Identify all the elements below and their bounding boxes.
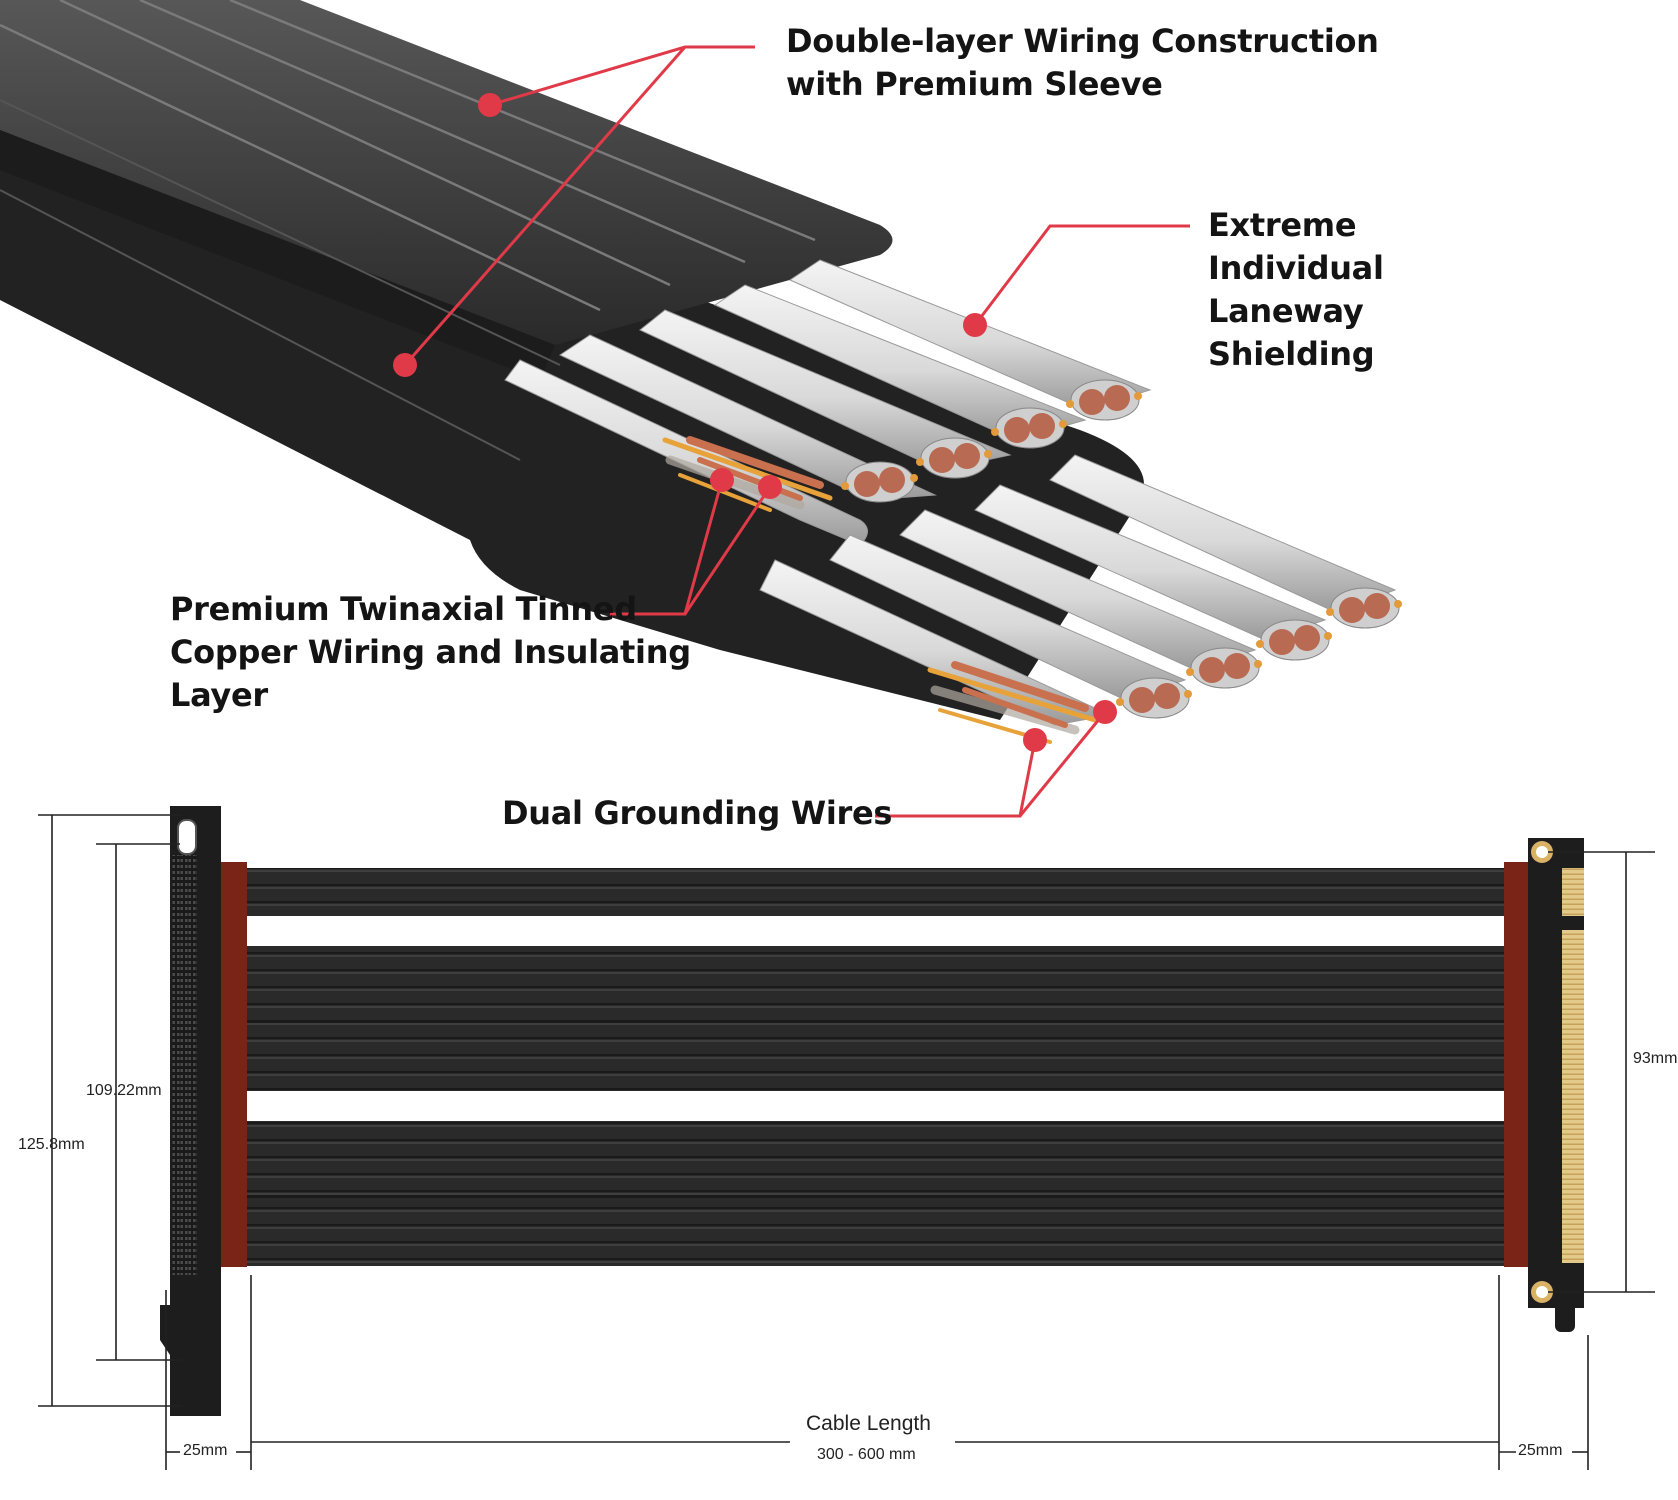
callout-dots — [393, 93, 1117, 752]
left-slot-pins — [172, 855, 197, 1275]
dim-left-connector-width: 25mm — [183, 1442, 228, 1459]
ribbon-top — [247, 868, 1504, 916]
left-connector-housing — [221, 862, 247, 1267]
dim-cable-length-label: Cable Length — [806, 1412, 931, 1435]
gold-fingers-short — [1562, 868, 1584, 916]
lower-shield-lanes — [759, 454, 1397, 726]
callout-shielding-line-1: Extreme — [1208, 206, 1357, 244]
flat-cable-3d — [0, 0, 1402, 744]
callout-grounding: Dual Grounding Wires — [502, 792, 892, 835]
callout-twinaxial-line-2: Copper Wiring and Insulating — [170, 633, 691, 671]
lower-lane-ends — [1116, 587, 1402, 719]
callout-twinaxial: Premium Twinaxial Tinned Copper Wiring a… — [170, 588, 691, 717]
lower-exposed-wires — [927, 661, 1098, 744]
callout-double-layer-line-1: Double-layer Wiring Construction — [786, 22, 1379, 60]
ribbon-bottom — [247, 1121, 1504, 1266]
upper-sleeve — [0, 0, 893, 345]
dim-right-height: 93mm — [1633, 1050, 1678, 1067]
dim-left-inner-height: 109.22mm — [86, 1082, 162, 1099]
dim-cable-length-value: 300 - 600 mm — [817, 1446, 916, 1463]
riser-cable-topview — [160, 806, 1584, 1416]
upper-lane-ends — [841, 379, 1142, 503]
callout-twinaxial-line-1: Premium Twinaxial Tinned — [170, 590, 637, 628]
right-connector-housing — [1504, 862, 1528, 1267]
dim-right-connector-width: 25mm — [1518, 1442, 1563, 1459]
gold-fingers-long — [1562, 930, 1584, 1263]
callout-leaders — [403, 45, 1190, 818]
callout-double-layer: Double-layer Wiring Construction with Pr… — [786, 20, 1379, 106]
dimension-lines — [38, 814, 1655, 1470]
callout-twinaxial-line-3: Layer — [170, 676, 268, 714]
dim-left-outer-height: 125.8mm — [18, 1136, 85, 1153]
ribbon-middle — [247, 946, 1504, 1091]
upper-exposed-wires — [662, 436, 833, 512]
sleeve-ridges — [0, 0, 816, 312]
callout-shielding: Extreme Individual Laneway Shielding — [1208, 204, 1384, 376]
callout-grounding-line-1: Dual Grounding Wires — [502, 794, 893, 832]
callout-double-layer-line-2: with Premium Sleeve — [786, 65, 1163, 103]
callout-shielding-line-3: Laneway — [1208, 292, 1364, 330]
callout-shielding-line-2: Individual — [1208, 249, 1384, 287]
callout-shielding-line-4: Shielding — [1208, 335, 1375, 373]
